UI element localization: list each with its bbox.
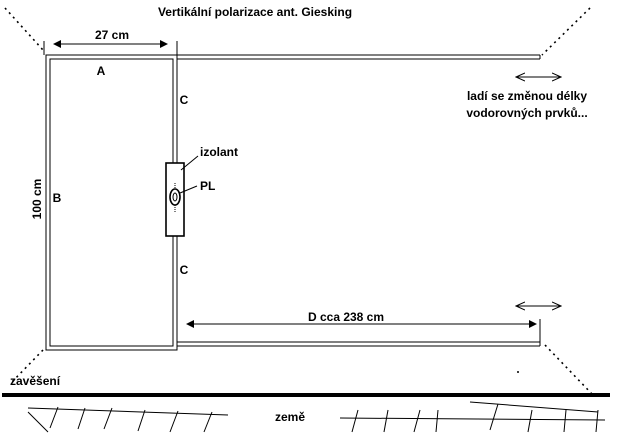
dot-mark (517, 371, 519, 373)
ground-label: země (275, 410, 305, 424)
insulator-block (165, 162, 185, 237)
tuning-note-line2: vodorovných prvků... (466, 106, 587, 120)
diagram-title: Vertikální polarizace ant. Giesking (158, 5, 352, 19)
insulator-leader-line (180, 155, 199, 171)
connector-label: PL (200, 179, 215, 193)
suspension-line-top-left (4, 7, 44, 51)
pl-connector-center (172, 192, 178, 202)
suspension-line-top-right (541, 7, 591, 56)
dimension-side-label: 100 cm (30, 179, 44, 220)
connector-leader-line (179, 185, 198, 194)
ground-hatching (27, 401, 606, 433)
label-element-c-top: C (180, 93, 189, 107)
label-element-c-bottom: C (180, 263, 189, 277)
loop-inner (49, 58, 174, 347)
label-element-a: A (97, 64, 106, 78)
suspension-line-bottom-right (544, 344, 593, 395)
loop-outer (45, 54, 178, 351)
suspension-label: zavěšení (10, 374, 61, 388)
dimension-top-label: 27 cm (95, 28, 129, 42)
label-element-b: B (53, 191, 62, 205)
dimension-bottom-label: D cca 238 cm (308, 310, 384, 324)
suspension-line-bottom-left (9, 349, 44, 385)
tuning-note-line1: ladí se změnou délky (467, 89, 587, 103)
insulator-label: izolant (200, 145, 238, 159)
